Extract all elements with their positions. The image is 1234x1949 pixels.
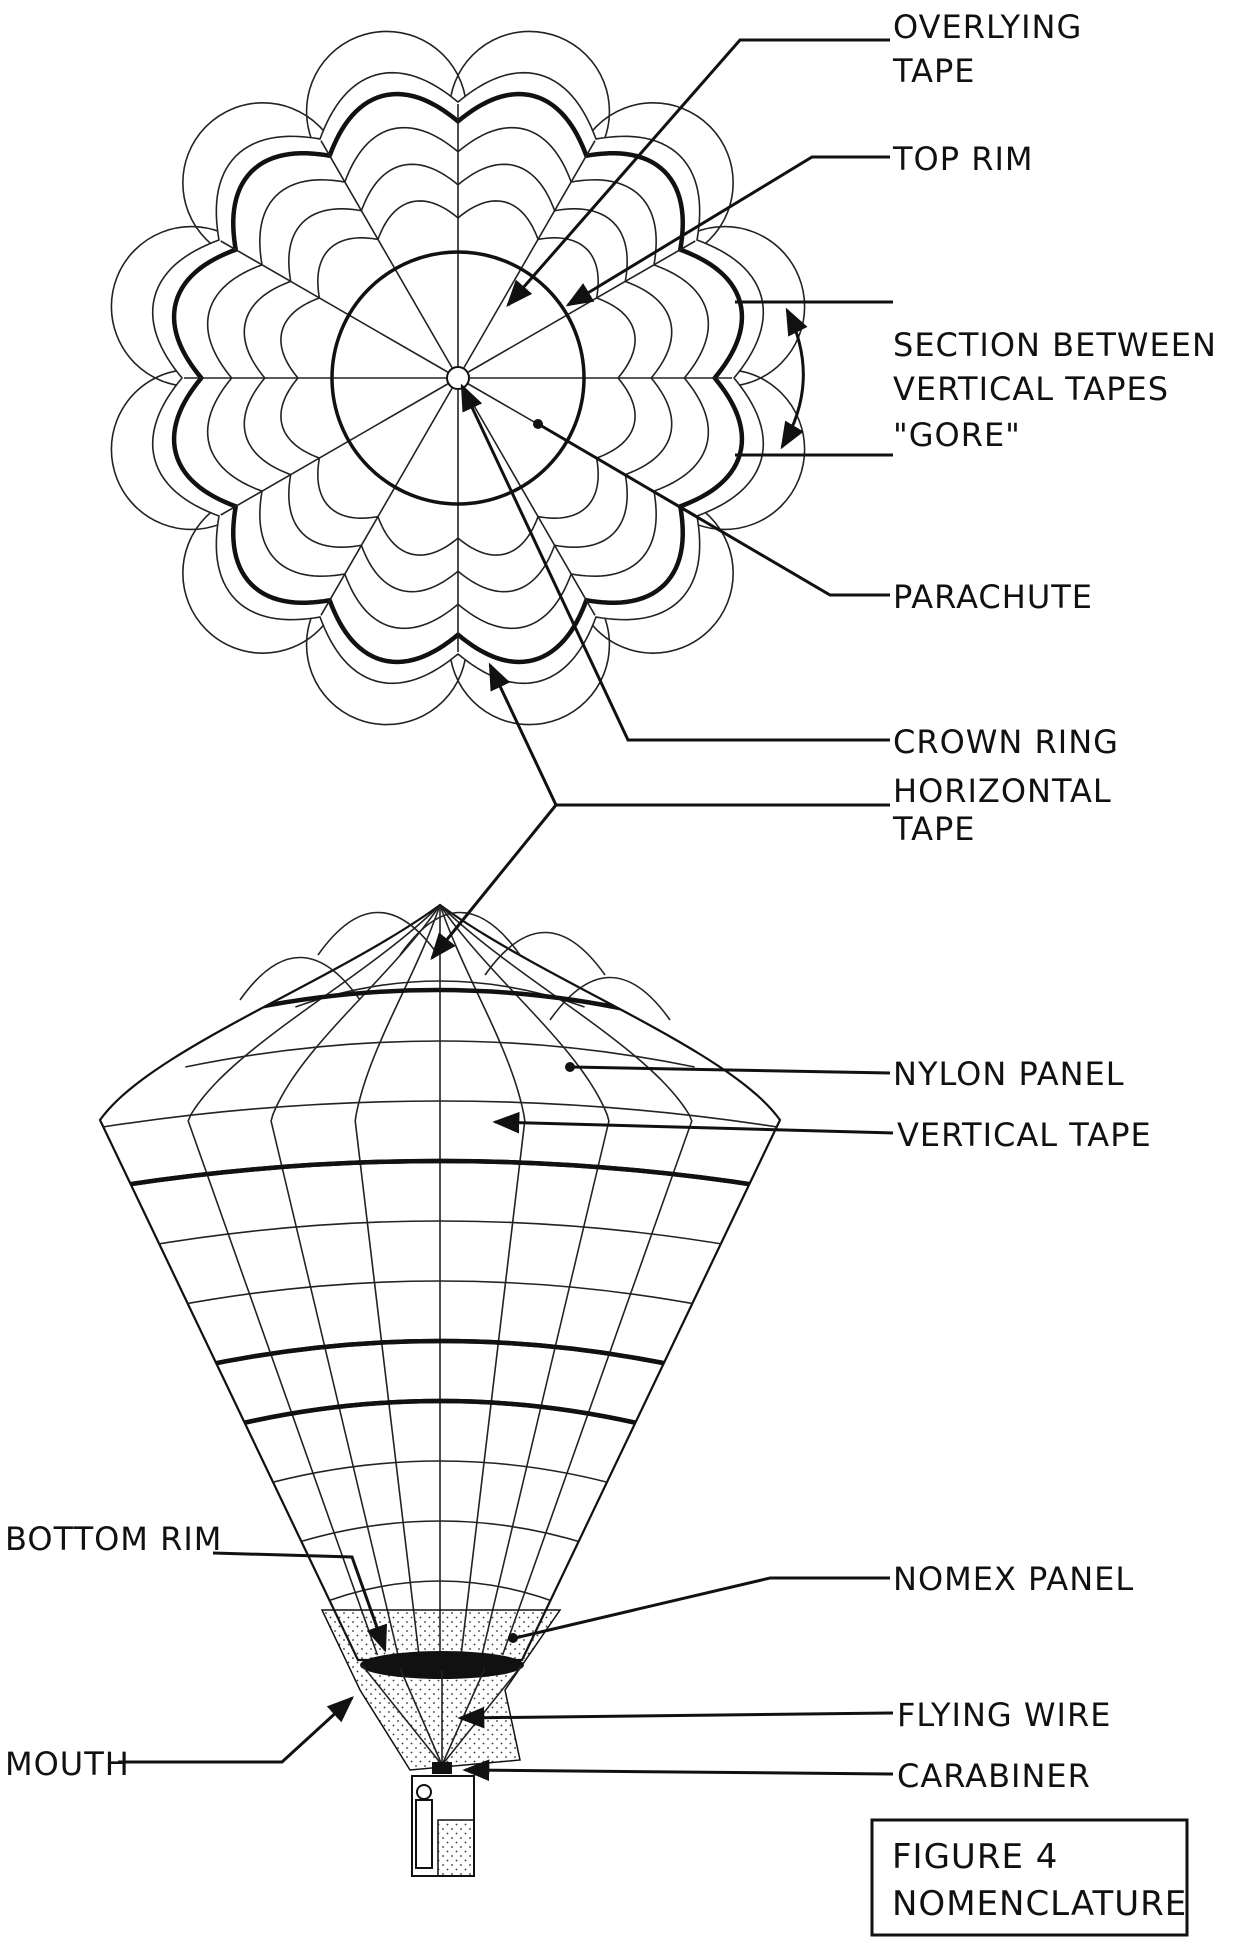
side-vertical-tape <box>354 905 441 1656</box>
leader-mouth <box>118 1696 354 1764</box>
side-horizontal-tape <box>197 1338 683 1370</box>
side-horizontal-tape <box>140 1220 740 1248</box>
nomex-panel-dot <box>508 1633 518 1643</box>
label-top-rim: TOP RIM <box>892 140 1033 178</box>
label-vertical-tape: VERTICAL TAPE <box>897 1116 1152 1154</box>
label-horizontal-tape-2: TAPE <box>892 810 975 848</box>
top-vertical-tape <box>463 140 596 369</box>
leader-nylon-panel <box>571 1065 891 1075</box>
side-horizontal-tape <box>168 1280 712 1308</box>
label-bottom-rim: BOTTOM RIM <box>5 1520 222 1558</box>
leader-vertical-tape <box>492 1111 894 1135</box>
crown-ring-circle <box>446 366 470 390</box>
side-crown-lobe <box>484 931 606 976</box>
leader-parachute <box>539 423 890 597</box>
side-view-balloon <box>98 903 782 1877</box>
parachute-dot <box>533 419 543 429</box>
side-horizontal-tape <box>111 1158 769 1190</box>
figure-number: FIGURE 4 <box>892 1837 1058 1877</box>
side-vertical-tape <box>439 905 693 1656</box>
gore-arc <box>780 307 808 450</box>
leader-top-rim <box>565 155 890 307</box>
label-flying-wire: FLYING WIRE <box>897 1696 1111 1734</box>
side-vertical-tape <box>439 905 610 1656</box>
leader-lines <box>118 38 894 1782</box>
pilot-head <box>416 1784 432 1800</box>
labels: OVERLYING TAPE TOP RIM SECTION BETWEEN V… <box>5 8 1217 1795</box>
side-vertical-tape <box>439 905 526 1656</box>
leader-horizontal-tape-top <box>488 662 890 807</box>
flying-wire-line <box>399 1667 443 1766</box>
top-vertical-tape <box>320 387 453 616</box>
figure-caption: NOMENCLATURE <box>892 1884 1187 1924</box>
figure-caption-box: FIGURE 4 NOMENCLATURE <box>870 1818 1189 1937</box>
side-horizontal-tape <box>283 1520 597 1548</box>
side-horizontal-tape <box>311 1580 569 1608</box>
side-horizontal-tape <box>254 1460 626 1488</box>
basket-side <box>437 1819 475 1877</box>
leader-flying-wire <box>457 1706 894 1729</box>
side-horizontal-tape <box>225 1398 655 1430</box>
side-horizontal-tape <box>185 1040 695 1068</box>
top-rim-circle <box>330 250 586 506</box>
label-overlying-tape-1: OVERLYING <box>893 8 1082 46</box>
side-crown-lobe <box>399 911 521 956</box>
carabiner <box>432 1762 452 1774</box>
nomex-panel <box>320 1609 562 1771</box>
side-crown-lobe <box>317 911 439 956</box>
top-vertical-tape <box>220 383 449 516</box>
pilot-body <box>415 1799 433 1869</box>
label-nomex-panel: NOMEX PANEL <box>893 1560 1134 1598</box>
label-gore-1: SECTION BETWEEN <box>893 326 1217 364</box>
side-vertical-tape <box>270 905 441 1656</box>
top-vertical-tape <box>320 140 453 369</box>
nylon-panel-dot <box>565 1062 575 1072</box>
top-vertical-tape <box>220 240 449 373</box>
label-crown-ring: CROWN RING <box>893 723 1119 761</box>
leader-bottom-rim <box>212 1551 388 1653</box>
side-vertical-tape <box>187 905 441 1656</box>
label-nylon-panel: NYLON PANEL <box>893 1055 1125 1093</box>
leader-nomex-panel <box>514 1576 890 1640</box>
figure-box-border <box>870 1818 1189 1937</box>
top-vertical-tape <box>463 387 596 616</box>
label-gore-3: "GORE" <box>893 416 1021 454</box>
label-parachute: PARACHUTE <box>893 578 1093 616</box>
label-carabiner: CARABINER <box>897 1757 1091 1795</box>
label-horizontal-tape-1: HORIZONTAL <box>893 772 1112 810</box>
leader-overlying-tape <box>506 38 890 308</box>
leader-horizontal-tape-side <box>430 804 558 961</box>
side-horizontal-tape <box>102 1100 778 1128</box>
top-view-balloon <box>110 30 806 726</box>
label-gore-2: VERTICAL TAPES <box>893 370 1169 408</box>
label-mouth: MOUTH <box>5 1745 130 1783</box>
top-vertical-tape <box>467 240 696 373</box>
side-crown-lobe <box>239 956 361 1001</box>
label-overlying-tape-2: TAPE <box>892 52 975 90</box>
leader-carabiner <box>462 1759 894 1782</box>
flying-wire-line <box>361 1664 443 1766</box>
leader-crown-ring <box>460 383 890 742</box>
